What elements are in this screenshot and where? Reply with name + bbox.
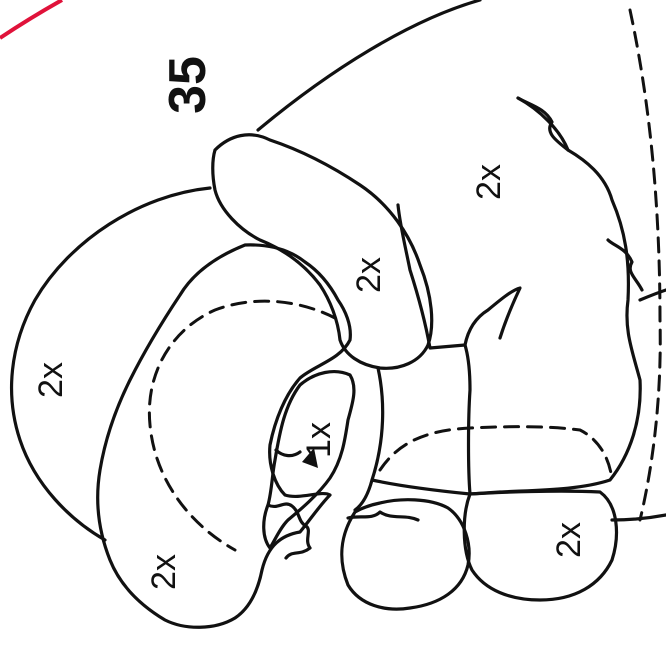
- label-bottom-right: 2x: [550, 522, 588, 558]
- piece-bottom-right: [464, 491, 616, 600]
- connector-lower: [372, 480, 470, 494]
- page-number: 35: [159, 56, 217, 114]
- bottom-right-edge: [612, 515, 666, 520]
- label-left-large: 2x: [32, 362, 70, 398]
- top-right-wrinkle-top: [518, 98, 568, 150]
- center-small-jagged-edge: [268, 504, 310, 558]
- right-dashed-box: [380, 427, 612, 480]
- bottom-circle-wrinkle: [348, 512, 418, 520]
- tick-mark: [276, 450, 300, 456]
- right-dashed-edge: [630, 10, 660, 520]
- label-left-lower: 2x: [145, 554, 183, 590]
- red-border-arc: [0, 0, 62, 38]
- top-right-inner-seam: [465, 288, 520, 345]
- piece-middle: [213, 135, 432, 369]
- label-top-right: 2x: [470, 164, 508, 200]
- connector-vertical: [355, 368, 383, 510]
- label-middle: 2x: [350, 257, 388, 293]
- outer-body-outline: [258, 0, 480, 130]
- top-right-right-edge: [640, 290, 666, 300]
- piece-top-right: [398, 98, 640, 494]
- label-center-small: 1x: [300, 422, 338, 458]
